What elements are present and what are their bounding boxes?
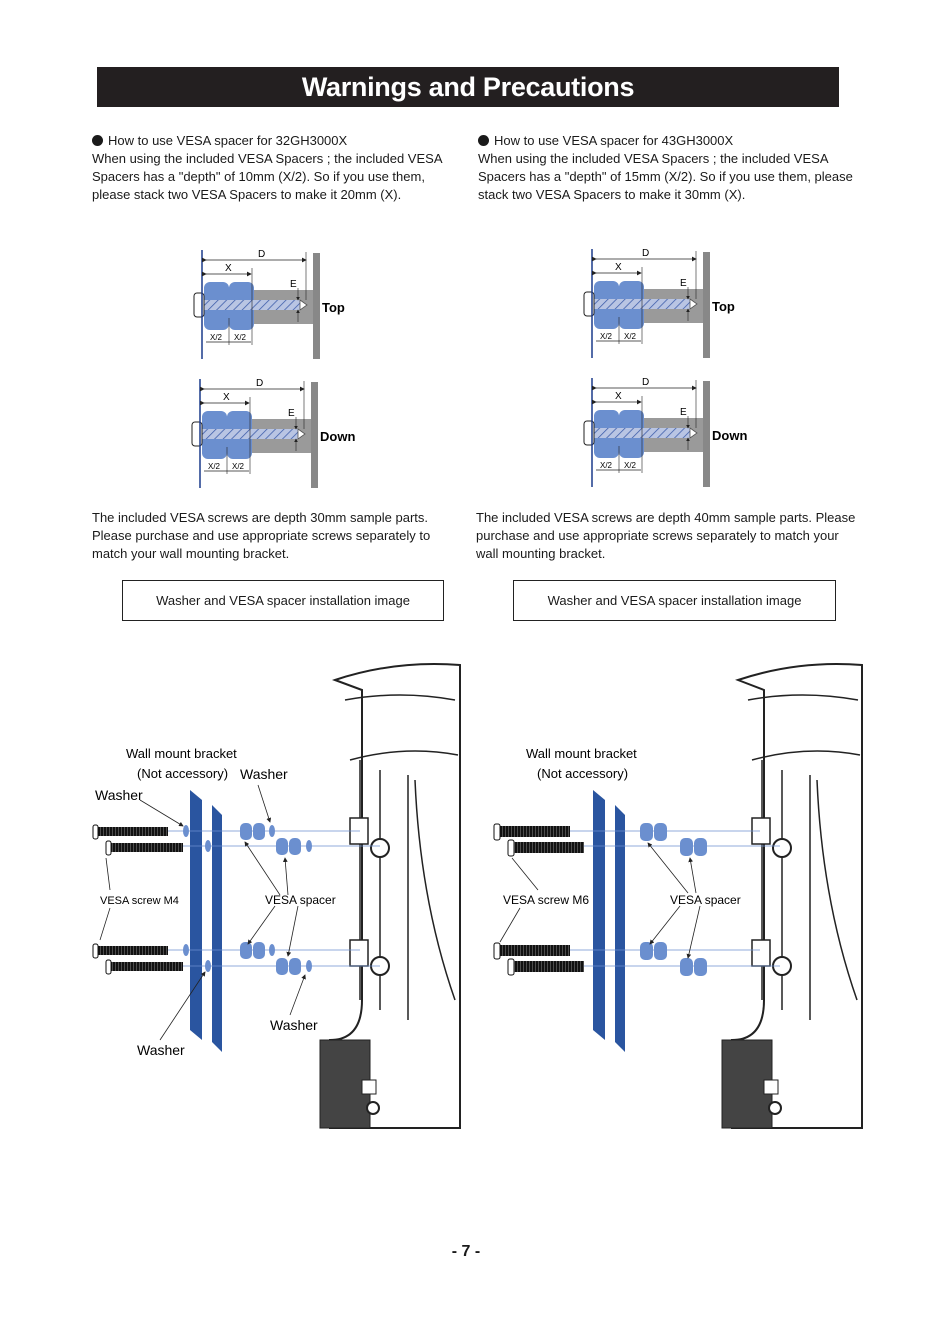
- spacer-diagram-left-down: D X E X/2 X/2 Down: [191, 378, 355, 488]
- right-screw-note: The included VESA screws are depth 40mm …: [476, 510, 856, 561]
- right-heading: How to use VESA spacer for 43GH3000X: [478, 132, 863, 150]
- left-caption: Washer and VESA spacer installation imag…: [156, 593, 410, 608]
- label-d: D: [642, 248, 649, 259]
- bracket-label: Wall mount bracket: [126, 746, 237, 761]
- label-down: Down: [712, 428, 747, 443]
- label-half: X/2: [624, 332, 637, 341]
- bullet-icon: [92, 135, 103, 146]
- label-d: D: [258, 249, 265, 260]
- label-half: X/2: [600, 461, 613, 470]
- bracket-sub-label: (Not accessory): [137, 766, 228, 781]
- spacer-label: VESA spacer: [670, 893, 741, 907]
- spacer-diagram-right-down: D X E X/2 X/2 Down: [583, 377, 747, 487]
- left-heading: How to use VESA spacer for 32GH3000X: [92, 132, 452, 150]
- washer-label: Washer: [240, 766, 288, 782]
- label-x: X: [615, 391, 622, 402]
- label-top: Top: [322, 300, 345, 315]
- label-down: Down: [320, 429, 355, 444]
- label-half: X/2: [232, 462, 245, 471]
- label-half: X/2: [600, 332, 613, 341]
- page-title-banner: Warnings and Precautions: [97, 67, 839, 107]
- installation-illustration-right: Wall mount bracket (Not accessory) VESA …: [493, 663, 863, 1129]
- left-caption-box: Washer and VESA spacer installation imag…: [122, 580, 444, 621]
- right-caption: Washer and VESA spacer installation imag…: [547, 593, 802, 608]
- page-title: Warnings and Precautions: [301, 71, 635, 102]
- left-body: When using the included VESA Spacers ; t…: [92, 151, 442, 202]
- label-x: X: [225, 263, 232, 274]
- screw-label: VESA screw M6: [503, 893, 589, 907]
- washer-label: Washer: [270, 1017, 318, 1033]
- label-half: X/2: [234, 333, 247, 342]
- installation-illustration-left: Wall mount bracket (Not accessory) Washe…: [92, 663, 461, 1129]
- bullet-icon: [478, 135, 489, 146]
- right-caption-box: Washer and VESA spacer installation imag…: [513, 580, 836, 621]
- spacer-diagram-left-top: D X E X/2 X/2 Top: [193, 249, 345, 359]
- label-e: E: [680, 407, 687, 418]
- label-half: X/2: [210, 333, 223, 342]
- bracket-label: Wall mount bracket: [526, 746, 637, 761]
- right-instructions: How to use VESA spacer for 43GH3000X Whe…: [478, 132, 863, 204]
- label-d: D: [256, 378, 263, 389]
- page-number: - 7 -: [451, 1243, 481, 1260]
- screw-label: VESA screw M4: [100, 895, 179, 907]
- label-d: D: [642, 377, 649, 388]
- label-half: X/2: [624, 461, 637, 470]
- washer-label: Washer: [137, 1042, 185, 1058]
- right-body: When using the included VESA Spacers ; t…: [478, 151, 853, 202]
- label-e: E: [288, 408, 295, 419]
- bracket-sub-label: (Not accessory): [537, 766, 628, 781]
- spacer-diagram-right-top: D X E X/2 X/2 Top: [583, 248, 735, 358]
- left-screw-note: The included VESA screws are depth 30mm …: [92, 510, 431, 561]
- label-half: X/2: [208, 462, 221, 471]
- label-e: E: [290, 279, 297, 290]
- washer-label: Washer: [95, 787, 143, 803]
- spacer-label: VESA spacer: [265, 893, 336, 907]
- label-x: X: [223, 392, 230, 403]
- label-e: E: [680, 278, 687, 289]
- label-top: Top: [712, 299, 735, 314]
- left-instructions: How to use VESA spacer for 32GH3000X Whe…: [92, 132, 452, 204]
- label-x: X: [615, 262, 622, 273]
